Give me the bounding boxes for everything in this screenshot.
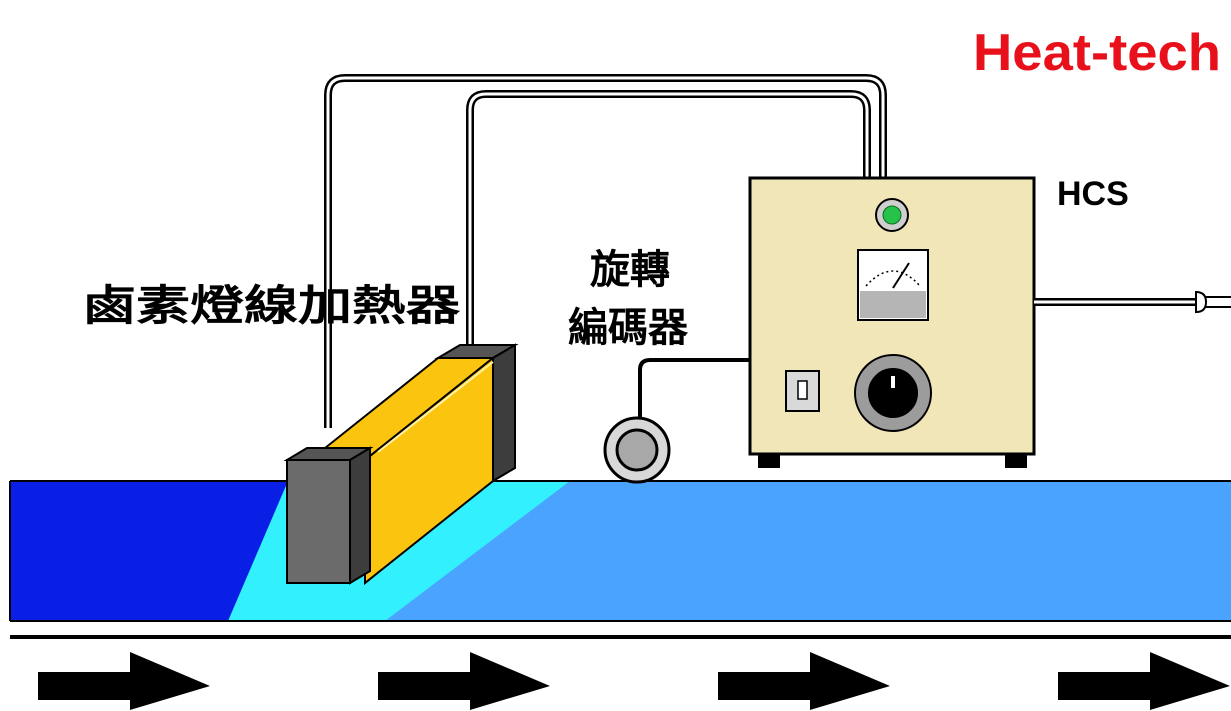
flow-arrows bbox=[38, 652, 1230, 710]
controller-foot bbox=[758, 452, 780, 468]
controller-foot bbox=[1005, 452, 1027, 468]
encoder-label-line2: 編碼器 bbox=[568, 305, 689, 351]
right-arrow-icon bbox=[1058, 652, 1230, 710]
power-cord bbox=[1034, 290, 1231, 314]
brand-logo: Heat-tech bbox=[973, 24, 1221, 82]
heater-front-endcap bbox=[286, 459, 351, 584]
control-knob-icon bbox=[854, 354, 932, 432]
rotary-encoder bbox=[603, 358, 752, 484]
conveyor-belt bbox=[9, 480, 1231, 622]
heater-label: 鹵素燈線加熱器 bbox=[82, 281, 461, 330]
analog-meter-icon bbox=[857, 249, 929, 321]
right-arrow-icon bbox=[38, 652, 210, 710]
controller-label: HCS bbox=[1057, 175, 1129, 213]
indicator-lamp-icon bbox=[875, 198, 909, 232]
hcs-controller bbox=[748, 176, 1036, 468]
right-arrow-icon bbox=[378, 652, 550, 710]
right-arrow-icon bbox=[718, 652, 890, 710]
halogen-line-heater bbox=[283, 343, 519, 586]
encoder-wheel-inner bbox=[615, 428, 659, 472]
encoder-label-line1: 旋轉 bbox=[590, 247, 670, 293]
power-plug-icon bbox=[1195, 290, 1231, 314]
toggle-switch-icon bbox=[785, 370, 820, 412]
